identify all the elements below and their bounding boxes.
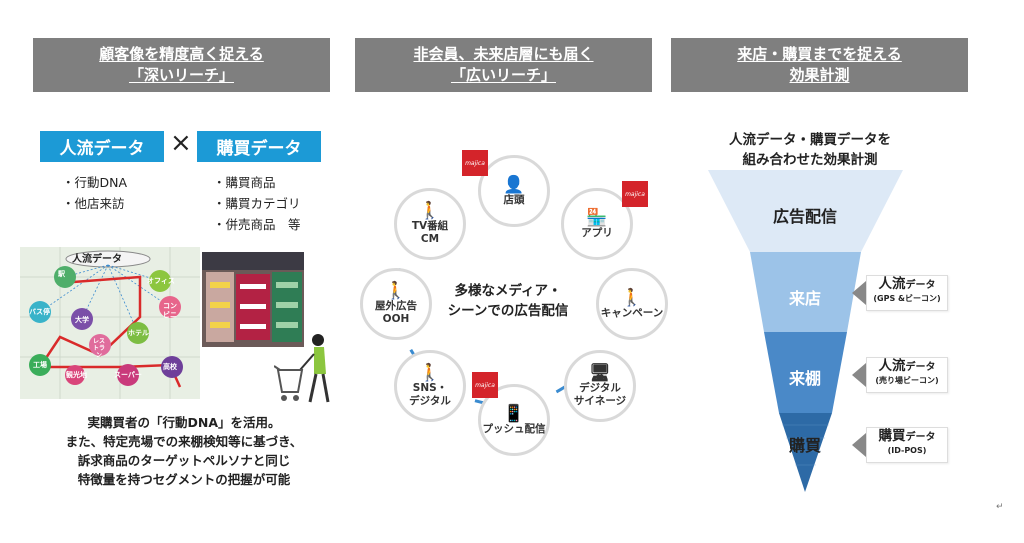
map-db-label: 人流データ [72, 254, 122, 265]
media-label: デジタル サイネージ [573, 382, 627, 407]
media-label: プッシュ配信 [482, 422, 546, 435]
caption-line: また、特定売場での来棚検知等に基づき、 [65, 434, 303, 449]
center-line: シーンでの広告配信 [447, 303, 569, 319]
media-campaign: 🚶 キャンペーン [596, 268, 668, 340]
tag-sub: (GPS &ビーコン) [873, 294, 941, 303]
arrow-left-icon [852, 363, 866, 387]
map-pin-label: バス停 [29, 308, 50, 316]
funnel-title-line: 人流データ・購買データを [729, 132, 891, 148]
map-pin-label: コンビニ [163, 302, 177, 319]
tag-sub: (ID-POS) [887, 446, 927, 455]
caption-line: 特徴量を持つセグメントの把握が可能 [77, 472, 291, 487]
header-wide-reach: 非会員、未来店層にも届く 「広いリーチ」 [355, 38, 652, 92]
map-pin-label: オフィス [147, 277, 175, 285]
media-label: キャンペーン [600, 306, 664, 319]
media-sns-digital: 🚶 SNS・ デジタル [394, 350, 466, 422]
map-pin-label: 高校 [163, 363, 177, 371]
header-line: 来店・購買までを捉える [737, 45, 902, 63]
bullet-item: ・購買カテゴリ [213, 196, 301, 211]
bullet-item: ・併売商品 等 [213, 217, 301, 232]
purchase-bullets: ・購買商品 ・購買カテゴリ ・併売商品 等 [213, 172, 301, 235]
person-phone-icon: 🚶 [419, 363, 441, 383]
funnel-stage-ad: 広告配信 [772, 207, 837, 226]
bullet-item: ・購買商品 [213, 175, 276, 190]
people-flow-map [20, 247, 200, 399]
tag-people-flow-shelf: 人流データ (売り場ビーコン) [866, 357, 948, 393]
media-digital-signage: 🖥 デジタル サイネージ [564, 350, 636, 422]
tag-small: データ [905, 432, 936, 443]
media-center-text: 多様なメディア・ シーンでの広告配信 [438, 281, 578, 321]
funnel-stage-shelf: 来棚 [788, 369, 821, 388]
tag-sub: (売り場ビーコン) [875, 376, 939, 385]
media-label: 店頭 [503, 193, 525, 206]
tag-small: データ [905, 280, 936, 291]
store-shelf-photo [202, 252, 304, 347]
map-pin-label: 駅 [58, 270, 65, 278]
people-flow-data-box: 人流データ [40, 131, 164, 162]
media-label: 屋外広告 OOH [375, 300, 417, 325]
header-line: 「広いリーチ」 [450, 66, 556, 84]
phone-hand-icon: 📱 [503, 403, 525, 424]
tag-purchase-idpos: 購買データ (ID-POS) [866, 427, 948, 463]
media-label: TV番組 CM [411, 220, 449, 245]
person-booth-icon: 🚶 [621, 287, 643, 308]
header-line: 効果計測 [789, 66, 850, 84]
header-line: 顧客像を精度高く捉える [99, 45, 264, 63]
tag-small: データ [905, 362, 936, 373]
map-pin-label: ホテル [128, 329, 149, 337]
media-label: アプリ [581, 226, 613, 239]
header-line: 「深いリーチ」 [128, 66, 234, 84]
funnel-stage-visit: 来店 [788, 289, 821, 308]
left-caption: 実購買者の「行動DNA」を活用。 また、特定売場での来棚検知等に基づき、 訴求商… [34, 413, 334, 489]
media-ooh: 🚶 屋外広告 OOH [360, 268, 432, 340]
store-icon: 🏪 [586, 207, 608, 228]
funnel-stage-purchase: 購買 [788, 436, 821, 455]
map-pin-label: レストラン [92, 338, 105, 359]
shopper-illustration [274, 334, 330, 403]
arrow-left-icon [852, 281, 866, 305]
header-deep-reach: 顧客像を精度高く捉える 「深いリーチ」 [33, 38, 330, 92]
header-line: 非会員、未来店層にも届く [413, 45, 594, 63]
arrow-left-icon [852, 433, 866, 457]
times-symbol: × [170, 128, 192, 158]
tag-main: 購買 [878, 428, 906, 444]
caption-line: 訴求商品のターゲットペルソナと同じ [77, 453, 291, 468]
funnel-title: 人流データ・購買データを 組み合わせた効果計測 [700, 130, 920, 170]
map-pin-label: 大学 [75, 316, 89, 324]
media-app: 🏪 アプリ [561, 188, 633, 260]
tag-main: 人流 [878, 358, 906, 374]
majica-logo: majica [622, 181, 648, 207]
person-display-icon: 👤 [503, 174, 525, 195]
majica-logo: majica [462, 150, 488, 176]
people-flow-bullets: ・行動DNA ・他店来訪 [62, 172, 127, 214]
map-pin-label: 工場 [33, 361, 47, 369]
billboard-icon: 🚶 [385, 281, 407, 301]
map-pin-label: スーパー [114, 371, 142, 379]
bullet-item: ・行動DNA [62, 175, 128, 190]
purchase-data-box: 購買データ [197, 131, 321, 162]
media-tv-cm: 🚶 TV番組 CM [394, 188, 466, 260]
bullet-item: ・他店来訪 [62, 196, 125, 211]
tag-main: 人流 [878, 276, 906, 292]
map-pin-label: 観光地 [66, 371, 87, 379]
return-mark: ↵ [996, 502, 1004, 512]
effect-funnel [708, 170, 903, 492]
funnel-title-line: 組み合わせた効果計測 [742, 152, 878, 168]
center-line: 多様なメディア・ [454, 283, 562, 299]
person-walking-icon: 🚶 [419, 201, 441, 221]
tag-people-flow-gps: 人流データ (GPS &ビーコン) [866, 275, 948, 311]
caption-line: 実購買者の「行動DNA」を活用。 [87, 415, 281, 430]
signage-icon: 🖥 [589, 363, 611, 383]
majica-logo: majica [472, 372, 498, 398]
media-store-front: 👤 店頭 [478, 155, 550, 227]
header-effect-measurement: 来店・購買までを捉える 効果計測 [671, 38, 968, 92]
media-label: SNS・ デジタル [409, 382, 451, 407]
